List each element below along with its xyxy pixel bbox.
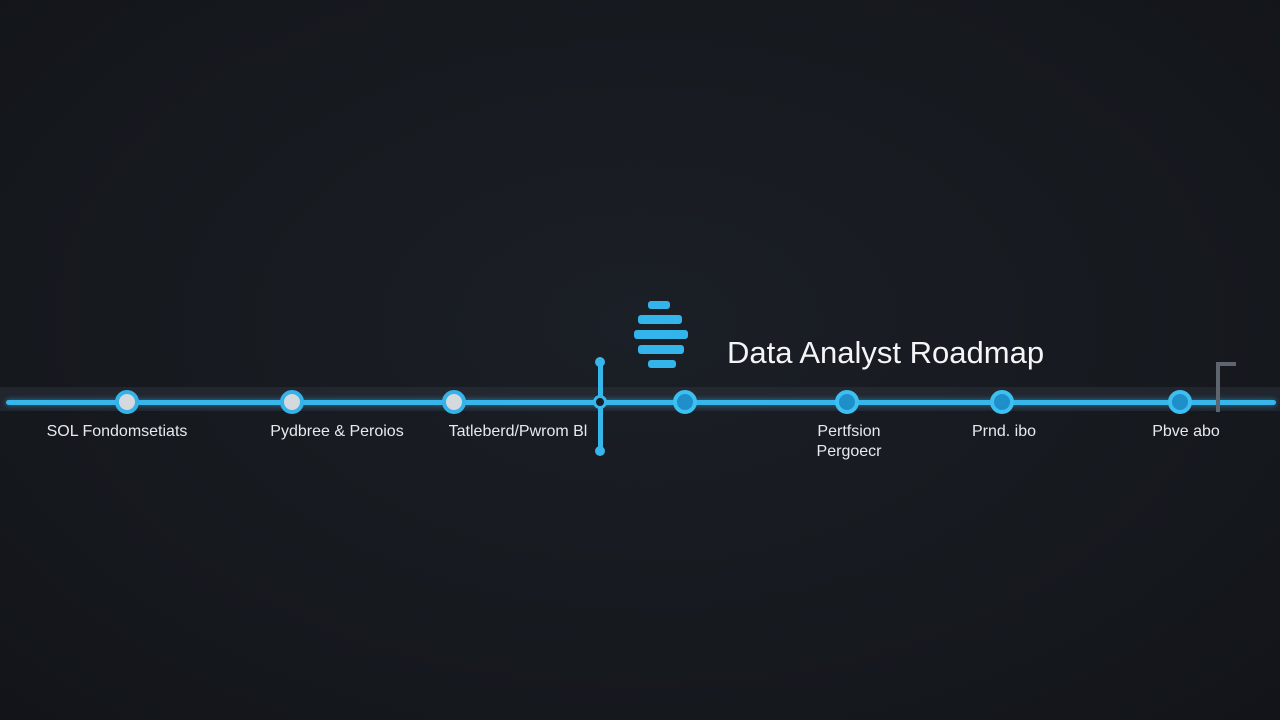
marker-top-cap [595, 357, 605, 367]
milestone-node-6[interactable] [990, 390, 1014, 414]
logo-bar-2 [638, 315, 682, 324]
milestone-label-5-line2: Pergoecr [816, 443, 882, 460]
timeline-band [0, 387, 1280, 411]
milestone-label-3-text: Tatleberd/Pwrom Bl [448, 423, 588, 440]
roadmap-title: Data Analyst Roadmap [727, 335, 1045, 370]
milestone-node-3[interactable] [442, 390, 466, 414]
logo-bar-3 [634, 330, 688, 339]
milestone-label-7-text: Pbve abo [1152, 423, 1220, 440]
milestone-label-2: Pydbree & Peroios [270, 422, 403, 442]
milestone-label-6-text: Prnd. ibo [971, 423, 1037, 440]
timeline-track [6, 400, 1276, 405]
milestone-label-3: Tatleberd/Pwrom Bl [449, 422, 588, 442]
milestone-node-7[interactable] [1168, 390, 1192, 414]
milestone-label-5: Pertfsion Pergoecr [817, 422, 882, 462]
milestone-node-5[interactable] [835, 390, 859, 414]
logo-bar-4 [638, 345, 684, 354]
marker-bottom-cap [595, 446, 605, 456]
marker-knot [593, 395, 607, 409]
milestone-label-5-text: Pertfsion [817, 423, 881, 440]
milestone-node-1[interactable] [115, 390, 139, 414]
milestone-node-4[interactable] [673, 390, 697, 414]
milestone-label-2-text: Pydbree & Peroios [270, 423, 404, 440]
milestone-node-2[interactable] [280, 390, 304, 414]
end-bracket-icon [1216, 362, 1236, 412]
logo-bar-1 [648, 301, 670, 309]
milestone-label-7: Pbve abo [1152, 422, 1220, 442]
milestone-label-1-text: SOL Fondomsetiats [46, 423, 188, 440]
milestone-label-1: SOL Fondomsetiats [47, 422, 188, 442]
logo-bar-5 [648, 360, 676, 368]
milestone-label-6: Prnd. ibo [972, 422, 1036, 442]
